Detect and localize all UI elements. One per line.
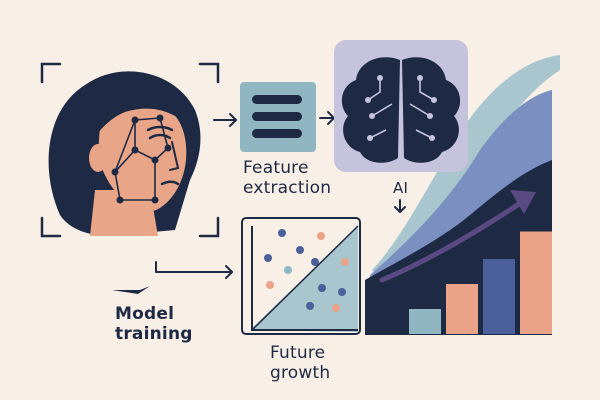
arrow-feature-to-ai — [319, 111, 335, 125]
growth-bar — [446, 284, 478, 334]
arrow-to-scatter — [155, 261, 233, 279]
growth-bars — [409, 231, 552, 334]
arrow-face-to-feature — [213, 113, 237, 127]
ai-brain-icon — [334, 40, 468, 172]
pen-mark — [112, 286, 150, 294]
feature-label-line2: extraction — [243, 178, 332, 198]
scatter-points — [264, 229, 349, 312]
future-label-line2: growth — [270, 363, 331, 383]
feature-extraction-label: Feature extraction — [243, 158, 343, 198]
growth-bar — [520, 231, 552, 334]
future-label-line1: Future — [270, 343, 326, 363]
growth-bar — [409, 309, 441, 334]
model-label-line1: Model — [115, 304, 175, 324]
growth-trend-arrow — [379, 190, 536, 283]
face-frame — [40, 62, 220, 238]
future-growth-label: Future growth — [270, 343, 370, 383]
face-illustration — [48, 71, 201, 237]
wave-light — [372, 55, 560, 280]
feature-label-line1: Feature — [243, 158, 309, 178]
model-training-label: Model training — [115, 304, 225, 344]
model-label-line2: training — [115, 324, 193, 344]
feature-extraction-icon — [240, 82, 316, 152]
arrow-ai-down — [394, 199, 406, 213]
scatter-panel — [241, 217, 361, 335]
growth-bar — [483, 259, 515, 334]
ai-label: AI — [393, 179, 409, 197]
